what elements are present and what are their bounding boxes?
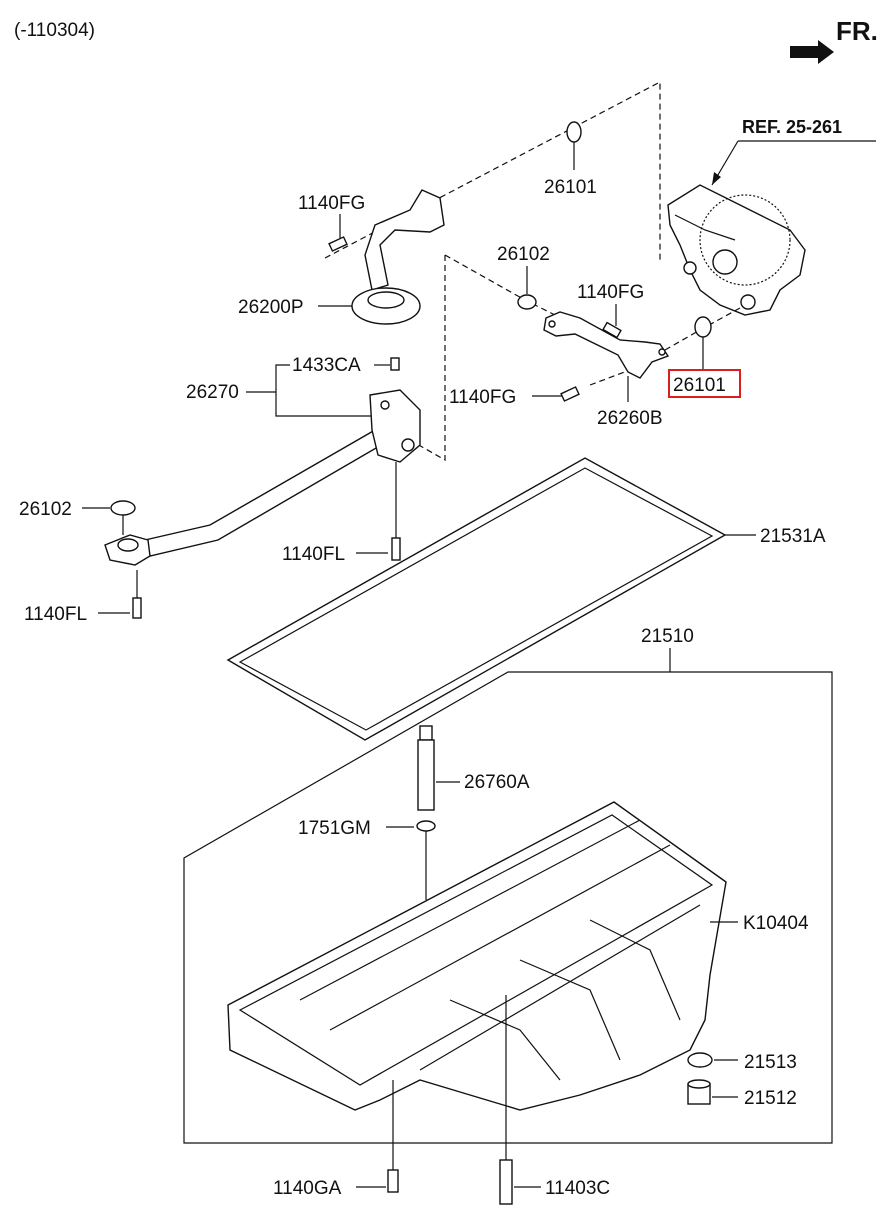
reference-label: REF. 25-261 — [742, 117, 842, 137]
highlight-box[interactable] — [668, 369, 741, 398]
label-26270: 26270 — [186, 382, 239, 403]
label-21512: 21512 — [744, 1088, 797, 1109]
label-K10404: K10404 — [743, 913, 809, 934]
o-ring-26102-left — [110, 500, 136, 516]
oil-strainer-illustration — [351, 189, 445, 325]
label-1140FL-a: 1140FL — [24, 604, 87, 625]
label-26760A: 26760A — [464, 772, 530, 793]
label-21510: 21510 — [641, 626, 694, 647]
drain-plug-21512 — [687, 1079, 711, 1105]
dipstick-tube-illustration — [417, 725, 435, 811]
oil-pan-illustration — [227, 801, 727, 1111]
date-code: (-110304) — [14, 20, 95, 41]
assembly-line-c — [589, 369, 631, 386]
bolt-icon — [328, 236, 348, 252]
label-21531A: 21531A — [760, 526, 826, 547]
oil-pickup-pipe-illustration — [104, 389, 421, 566]
reference-leader — [711, 140, 876, 186]
bolt-icon — [391, 537, 401, 561]
label-1751GM: 1751GM — [298, 818, 371, 839]
label-26102-mid: 26102 — [497, 244, 550, 265]
bolt-icon — [387, 1169, 399, 1193]
label-26102-left: 26102 — [19, 499, 72, 520]
front-direction-label: FR. — [836, 16, 878, 46]
assembly-line-mid — [409, 255, 446, 462]
label-26260B: 26260B — [597, 408, 663, 429]
label-21513: 21513 — [744, 1052, 797, 1073]
long-bolt-icon — [499, 1159, 513, 1205]
label-26101-top: 26101 — [544, 177, 597, 198]
label-1140GA: 1140GA — [273, 1178, 342, 1199]
o-ring-26101-top — [566, 121, 582, 143]
label-26101-highlighted[interactable]: 26101 — [673, 375, 726, 396]
label-1140FG-a: 1140FG — [298, 193, 365, 214]
oil-pan-gasket-illustration — [226, 457, 727, 741]
label-11403C: 11403C — [545, 1178, 610, 1199]
bolt-icon — [560, 386, 580, 402]
bolt-icon — [132, 597, 142, 619]
label-1140FG-c: 1140FG — [449, 387, 516, 408]
oil-pump-illustration — [667, 184, 806, 316]
plug-icon — [390, 357, 400, 371]
assembly-bracket — [183, 648, 833, 1144]
front-arrow-icon — [790, 40, 834, 64]
label-1140FL-b: 1140FL — [282, 544, 345, 565]
o-ring-26102-mid — [517, 294, 537, 310]
label-1140FG-b: 1140FG — [577, 282, 644, 303]
o-ring-26101-highlighted — [694, 316, 712, 338]
label-26200P: 26200P — [238, 297, 304, 318]
oil-pipe-26260B-illustration — [543, 311, 670, 379]
gasket-21513 — [687, 1052, 713, 1068]
o-ring-1751GM — [416, 820, 436, 832]
label-1433CA: 1433CA — [292, 355, 361, 376]
bolt-icon — [602, 321, 622, 339]
